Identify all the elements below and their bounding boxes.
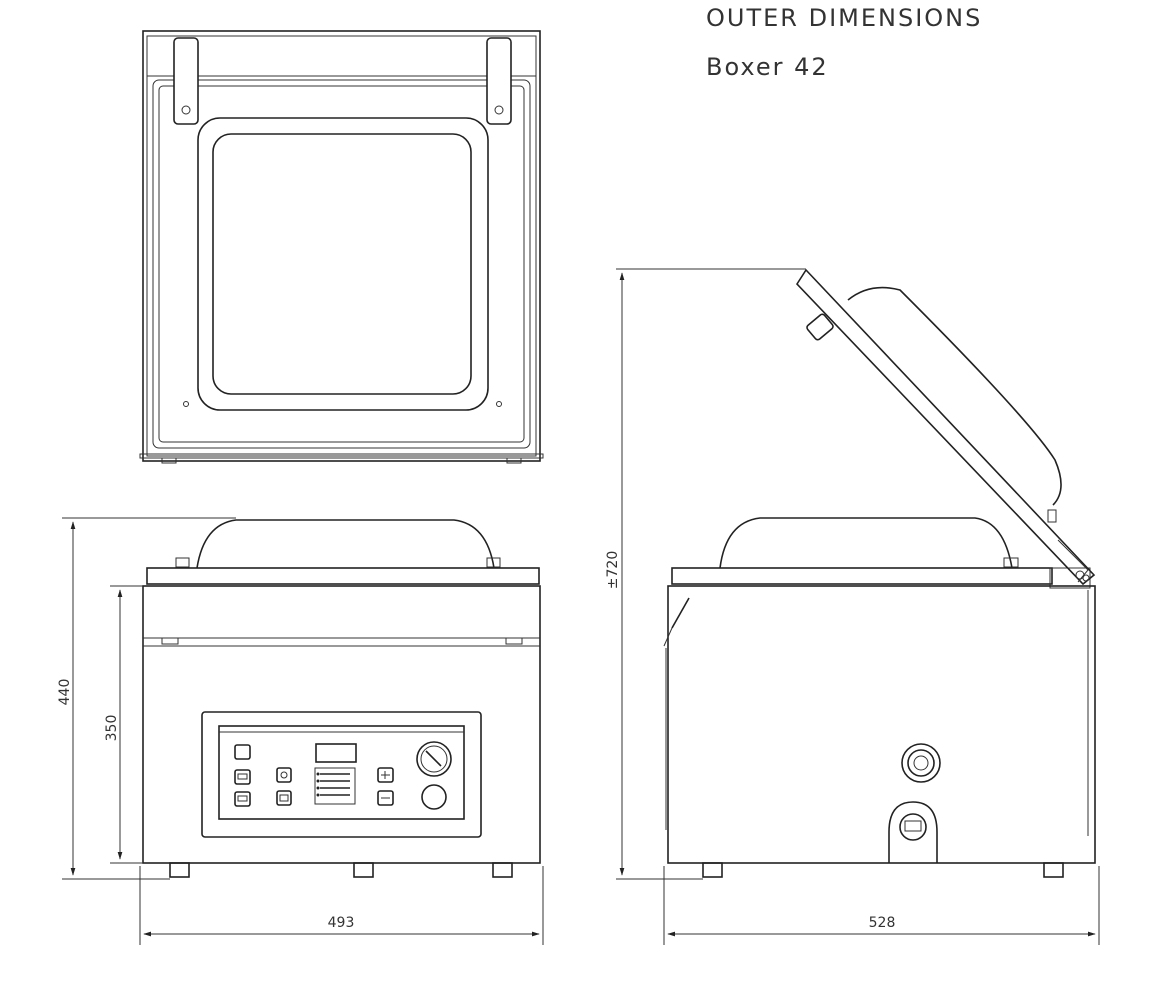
dim-open-height: ±720 bbox=[605, 551, 621, 589]
front-body bbox=[142, 585, 541, 864]
display-window bbox=[315, 743, 357, 763]
side-dimensions: ±720 528 bbox=[605, 268, 1100, 945]
top-view bbox=[139, 30, 544, 464]
dim-total-height: 440 bbox=[57, 679, 73, 706]
model-name: Boxer 42 bbox=[706, 53, 829, 81]
plus-button-icon bbox=[377, 767, 394, 783]
stop-button-icon bbox=[234, 791, 251, 807]
front-dimensions: 440 350 493 bbox=[57, 517, 544, 945]
front-view bbox=[142, 519, 541, 878]
lid-window-outer bbox=[197, 117, 489, 411]
indicator-list-icon bbox=[314, 767, 356, 805]
front-top-plate bbox=[146, 567, 540, 585]
dim-side-depth: 528 bbox=[869, 915, 896, 931]
connector-port-icon bbox=[901, 743, 941, 783]
drawing-title: OUTER DIMENSIONS bbox=[706, 4, 982, 32]
open-lid bbox=[795, 268, 1096, 586]
control-panel-frame bbox=[201, 711, 482, 838]
vacuum-gauge-icon bbox=[416, 741, 452, 777]
control-panel bbox=[218, 725, 465, 820]
minus-button-icon bbox=[377, 790, 394, 806]
select-button-icon bbox=[276, 767, 292, 783]
memory-button-icon bbox=[276, 790, 292, 806]
program-button-icon bbox=[234, 769, 251, 785]
side-body bbox=[667, 585, 1096, 864]
side-view bbox=[663, 268, 1096, 878]
hinge-right bbox=[486, 37, 512, 125]
hinge-left bbox=[173, 37, 199, 125]
lid-window-inner bbox=[212, 133, 472, 395]
power-inlet-icon bbox=[888, 801, 938, 863]
side-top-plate bbox=[671, 567, 1053, 585]
side-handle bbox=[671, 597, 690, 629]
round-button-icon bbox=[421, 784, 447, 810]
power-button-icon bbox=[234, 744, 251, 760]
dim-body-height: 350 bbox=[104, 715, 120, 742]
dim-front-width: 493 bbox=[328, 915, 355, 931]
